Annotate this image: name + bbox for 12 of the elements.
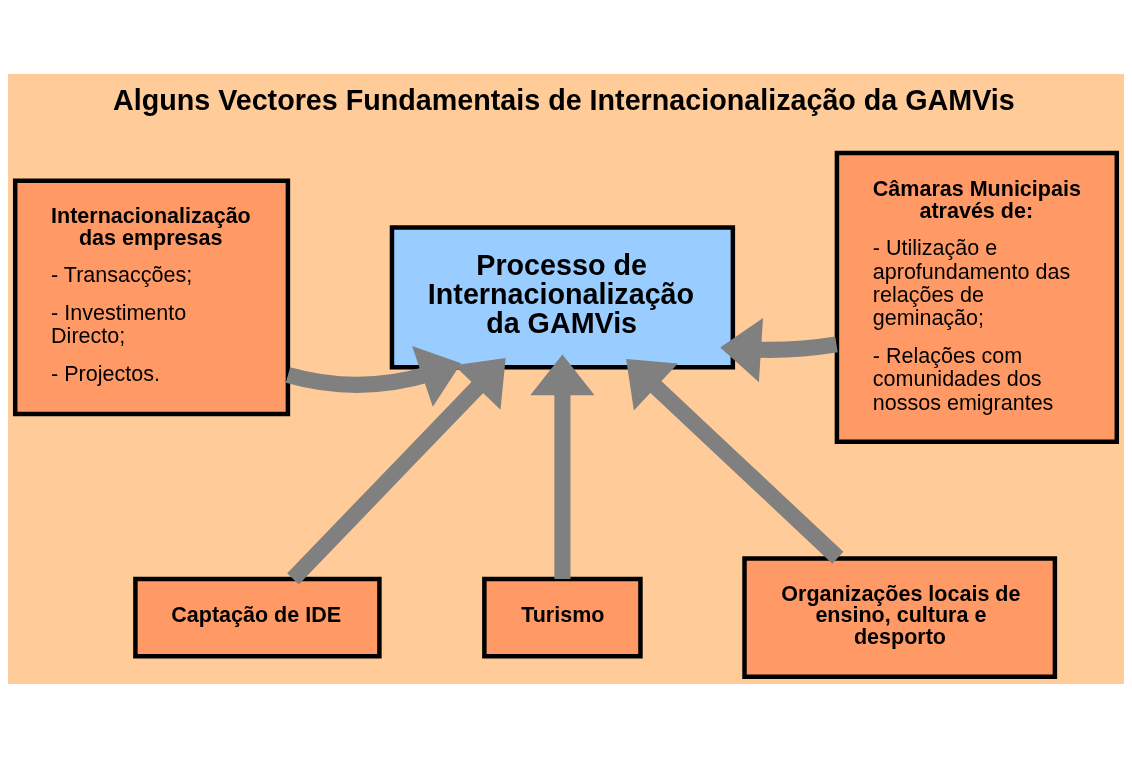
node-box: Câmaras Municipais através de: - Utilização e aprofundamento das relações de geminação; - Relações com comunidades dos nossos emigrantes: [834, 150, 1120, 445]
node-box: Turismo: [482, 576, 643, 659]
arrow: [626, 358, 844, 564]
node-box: Organizações locais de ensino, cultura e desporto: [742, 556, 1058, 680]
arrow: [530, 354, 595, 579]
node-box: Processo de Internacionalização da GAMVis: [389, 225, 736, 370]
node-box: Captação de IDE: [133, 576, 382, 659]
node-box: Internacionalização das empresas - Transacções; - Investimento Directo; - Projectos.: [12, 178, 291, 417]
arrow: [720, 317, 838, 383]
arrow: [285, 345, 462, 407]
arrow: [287, 358, 506, 585]
diagram-title: Alguns Vectores Fundamentais de Internacionalização da GAMVis: [112, 83, 1015, 116]
